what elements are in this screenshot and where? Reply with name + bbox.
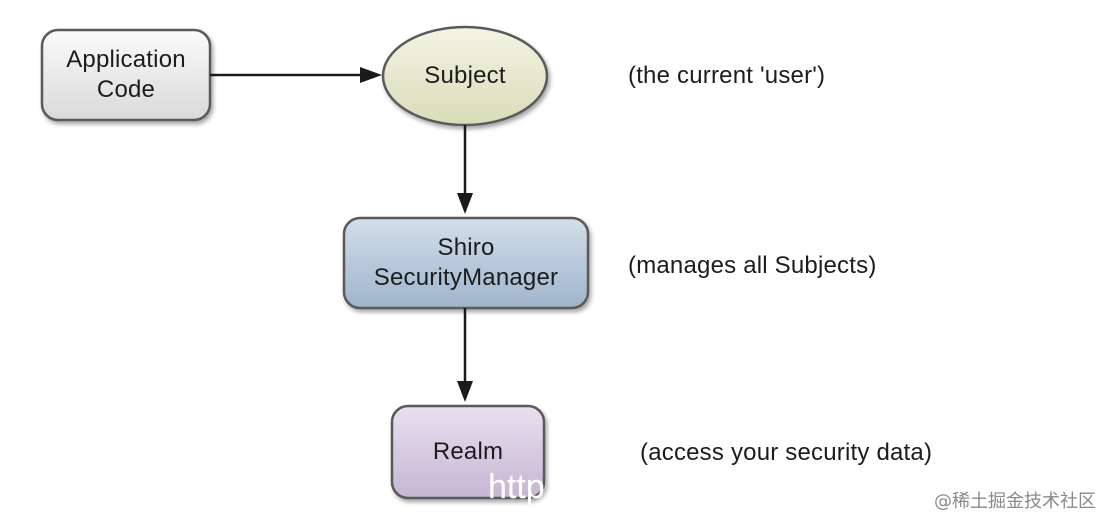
subject-note: (the current 'user') — [628, 62, 826, 89]
application-code-label: Application Code — [42, 30, 210, 120]
security-manager-line1: Shiro — [437, 234, 495, 261]
application-code-line1: Application — [66, 46, 186, 73]
subject-text: Subject — [424, 62, 506, 89]
subject-label: Subject — [383, 27, 547, 125]
arrow-security-manager-to-realm — [457, 308, 473, 402]
realm-text: Realm — [432, 438, 504, 465]
realm-box — [390, 404, 546, 500]
security-manager-label: Shiro SecurityManager — [344, 218, 588, 308]
arrow-subject-to-security-manager — [457, 125, 473, 214]
security-manager-note: (manages all Subjects) — [628, 252, 877, 279]
realm-label: Realm — [392, 406, 544, 498]
security-manager-line2: SecurityManager — [373, 264, 559, 291]
arrow-app-to-subject — [210, 67, 382, 83]
watermark-site: @稀土掘金技术社区 — [934, 491, 1096, 512]
realm-note: (access your security data) — [640, 439, 933, 466]
watermark-url-fragment: http — [488, 468, 545, 506]
application-code-line2: Code — [96, 76, 156, 103]
